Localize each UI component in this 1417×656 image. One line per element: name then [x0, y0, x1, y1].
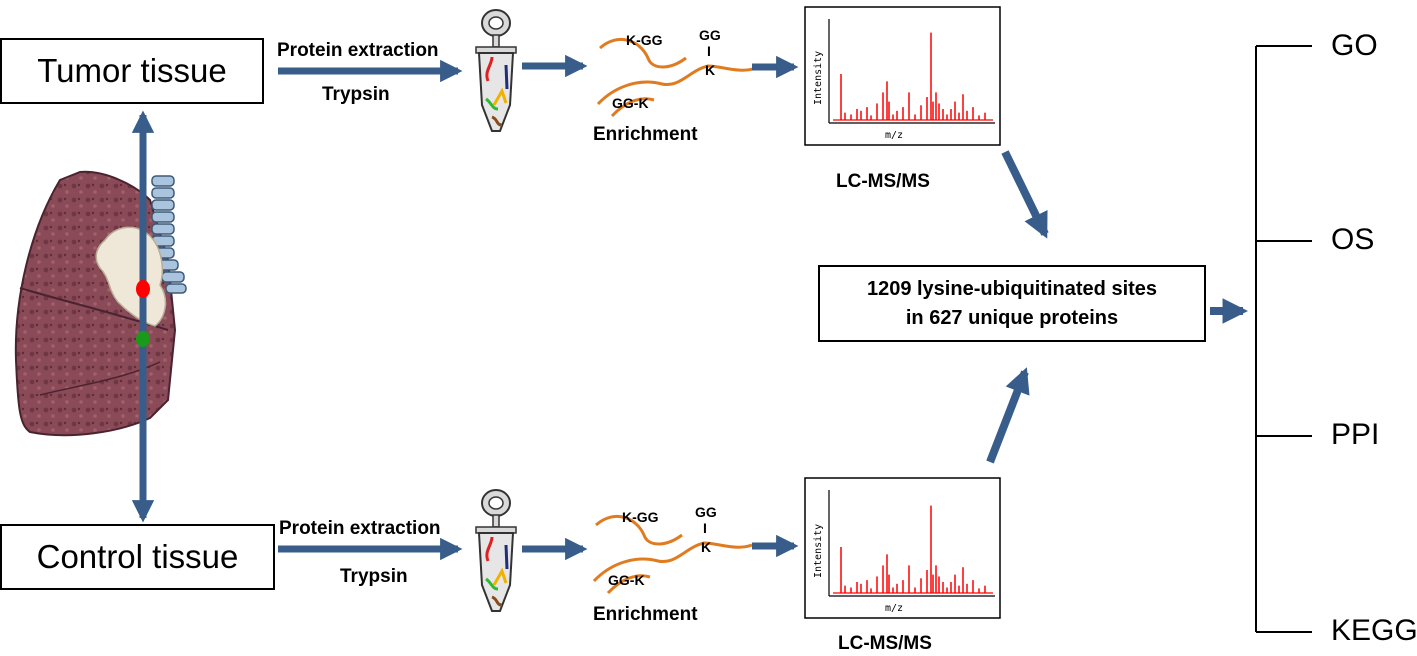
- merge-arrow-bottom: [986, 367, 1030, 464]
- workflow-row-tumor: K-GG GG-K GG I K Intensity m/z: [278, 6, 1001, 146]
- spectrum-ylabel: Intensity: [813, 51, 824, 105]
- merge-arrow-top: [1001, 150, 1049, 239]
- result-box: 1209 lysine-ubiquitinated sites in 627 u…: [818, 265, 1206, 342]
- enrichment-label: Enrichment: [593, 124, 698, 145]
- k-label: K: [701, 539, 711, 555]
- gg-label: GG: [699, 27, 721, 43]
- spectrum-peaks: [840, 505, 986, 593]
- tumor-sampling-marker: [136, 280, 150, 298]
- tumor-mass: [95, 226, 167, 327]
- protein-extraction-label: Protein extraction: [279, 518, 441, 539]
- ms-spectrum-bottom: Intensity m/z: [804, 477, 1001, 619]
- ubiquitinated-peptides-icon: K-GG GG-K GG I K: [592, 504, 753, 595]
- sample-tube-icon: [475, 489, 517, 612]
- lung-fissure-lower: [39, 361, 161, 396]
- analysis-label-kegg: KEGG: [1331, 614, 1417, 647]
- lc-ms-label: LC-MS/MS: [838, 633, 932, 654]
- lung-illustration: [14, 110, 187, 523]
- kgg-label: K-GG: [626, 32, 663, 48]
- gg-label: GG: [695, 504, 717, 520]
- analysis-bracket: [1255, 45, 1312, 633]
- control-tissue-box: Control tissue: [0, 524, 275, 590]
- spectrum-xlabel: m/z: [885, 130, 903, 141]
- analysis-label-ppi: PPI: [1331, 418, 1380, 451]
- control-sampling-marker: [136, 331, 150, 347]
- ggk-label: GG-K: [612, 95, 649, 111]
- k-label: K: [705, 62, 715, 78]
- protein-extraction-label: Protein extraction: [277, 40, 439, 61]
- bond-label: I: [703, 520, 707, 536]
- trypsin-label: Trypsin: [322, 84, 390, 105]
- bond-label: I: [707, 43, 711, 59]
- ms-spectrum-top: Intensity m/z: [804, 6, 1001, 146]
- sample-tube-icon: [475, 9, 517, 132]
- tumor-tissue-box: Tumor tissue: [0, 38, 264, 104]
- ubiquitinated-peptides-icon: K-GG GG-K GG I K: [596, 27, 757, 118]
- kgg-label: K-GG: [622, 509, 659, 525]
- analysis-label-go: GO: [1331, 29, 1378, 62]
- analysis-label-os: OS: [1331, 223, 1375, 256]
- ggk-label: GG-K: [608, 572, 645, 588]
- enrichment-label: Enrichment: [593, 604, 698, 625]
- spectrum-ylabel: Intensity: [813, 524, 824, 578]
- spectrum-peaks: [840, 32, 986, 120]
- lc-ms-label: LC-MS/MS: [836, 171, 930, 192]
- spectrum-xlabel: m/z: [885, 603, 903, 614]
- workflow-row-control: K-GG GG-K GG I K Intensity m/z: [278, 477, 1001, 619]
- trypsin-label: Trypsin: [340, 566, 408, 587]
